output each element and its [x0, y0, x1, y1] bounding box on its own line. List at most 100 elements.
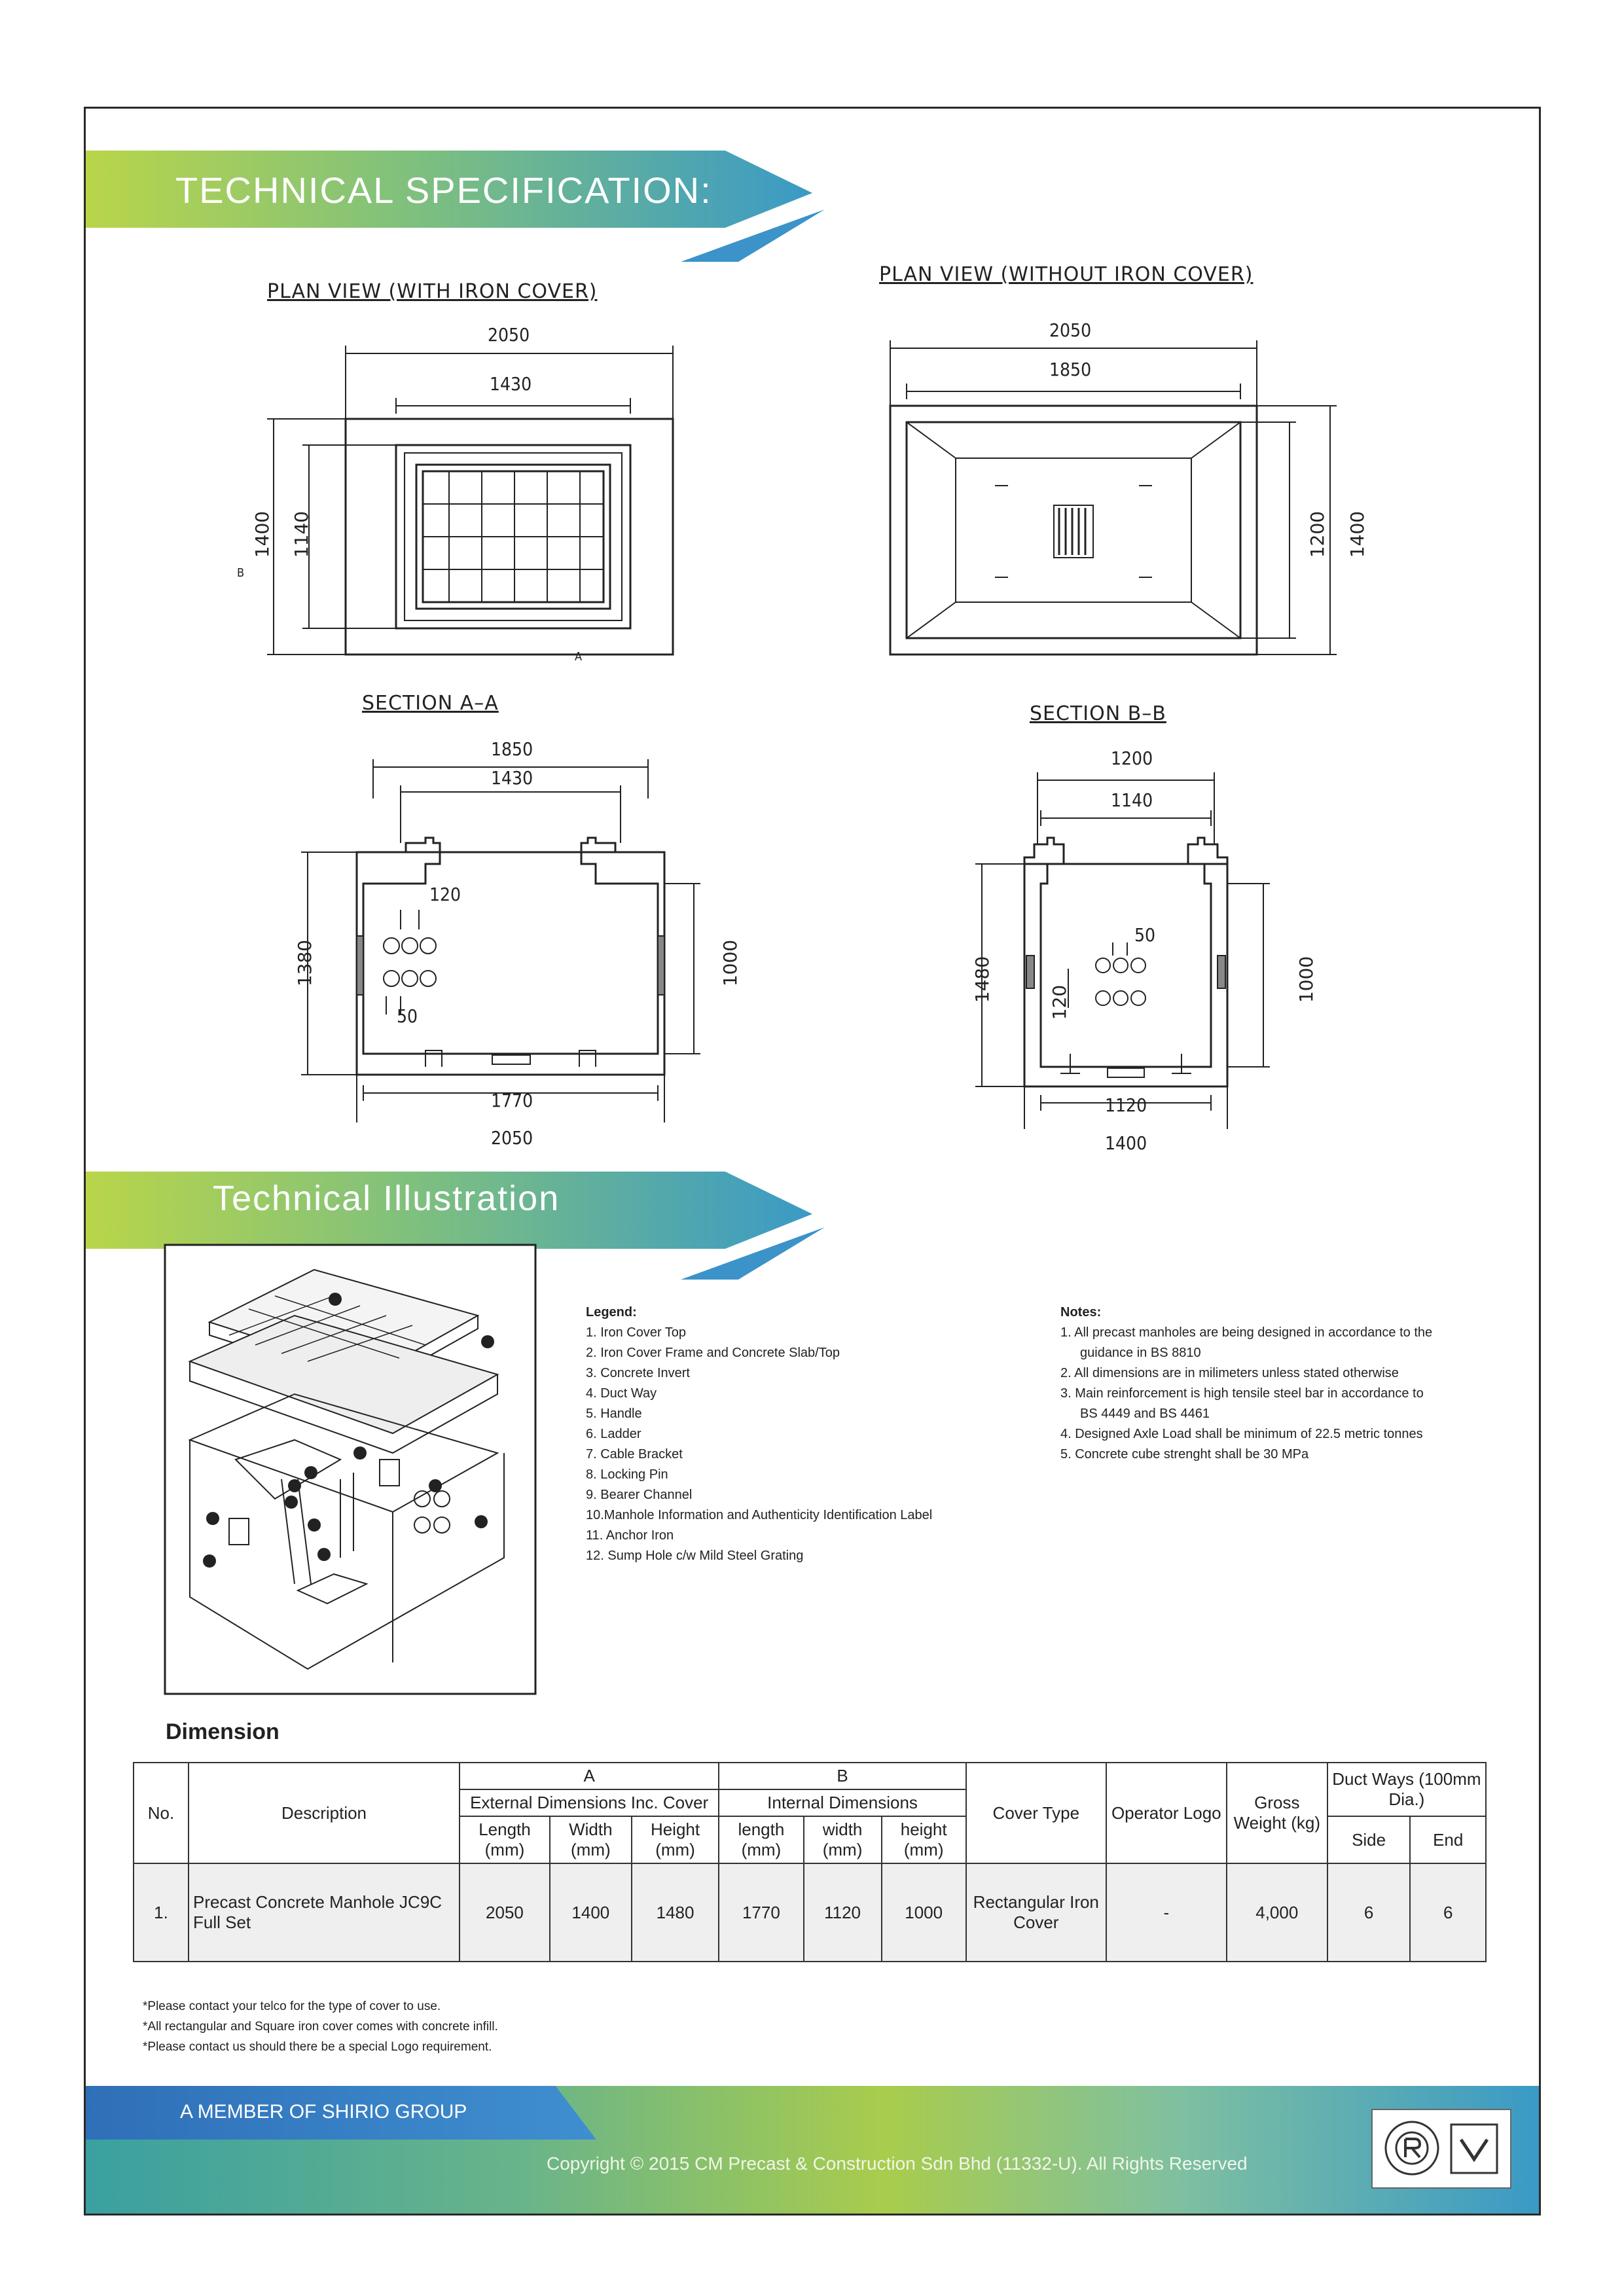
legend-item-4: 4. Duct Way: [586, 1386, 657, 1401]
notes-line-6: 4. Designed Axle Load shall be minimum o…: [1060, 1427, 1423, 1441]
section-bb-title: SECTION B–B: [1030, 702, 1166, 725]
th-ext-length: Length (mm): [459, 1816, 550, 1864]
tech-illustration-banner: [86, 1172, 812, 1249]
th-cover-type: Cover Type: [965, 1762, 1107, 1864]
legend: Legend: 1. Iron Cover Top 2. Iron Cover …: [586, 1302, 932, 1566]
cell-end: 6: [1409, 1863, 1487, 1962]
th-int-width: width (mm): [803, 1816, 882, 1864]
notes-line-7: 5. Concrete cube strenght shall be 30 MP…: [1060, 1447, 1309, 1462]
legend-item-9: 9. Bearer Channel: [586, 1488, 693, 1502]
legend-item-8: 8. Locking Pin: [586, 1467, 668, 1482]
cell-int-width: 1120: [803, 1863, 882, 1962]
sec-bb-dim-external-width: 1400: [1105, 1132, 1147, 1154]
dimension-table: No. Description A B Cover Type Operator …: [133, 1762, 1487, 1962]
sec-bb-dim-duct-offset: 120: [1049, 984, 1071, 1020]
cell-ext-length: 2050: [459, 1863, 550, 1962]
section-bb-drawing: [975, 772, 1270, 1129]
th-int-height: height (mm): [880, 1816, 967, 1864]
notes-line-3: 2. All dimensions are in milimeters unle…: [1060, 1366, 1399, 1380]
notes-line-1: 1. All precast manholes are being design…: [1060, 1325, 1433, 1340]
th-ext-height: Height (mm): [630, 1816, 720, 1864]
th-description: Description: [188, 1762, 460, 1864]
th-internal: Internal Dimensions: [718, 1789, 967, 1817]
legend-title: Legend:: [586, 1305, 637, 1319]
cell-int-height: 1000: [880, 1863, 967, 1962]
plan-without-cover-drawing: [889, 340, 1337, 656]
plan-with-cover-drawing: [267, 346, 674, 656]
section-aa-drawing: [301, 759, 700, 1122]
manhole-isometric-illustration: [164, 1244, 537, 1695]
notes-title: Notes:: [1060, 1305, 1102, 1319]
th-ext-width: Width (mm): [549, 1816, 632, 1864]
cell-int-length: 1770: [718, 1863, 804, 1962]
cell-cover-type: Rectangular Iron Cover: [965, 1863, 1107, 1962]
cell-gross-weight: 4,000: [1225, 1863, 1328, 1962]
plan1-dim-cover-width: 1430: [490, 373, 532, 395]
legend-item-11: 11. Anchor Iron: [586, 1528, 674, 1543]
cell-side: 6: [1326, 1863, 1411, 1962]
sec-aa-dim-duct-offset: 50: [397, 1005, 418, 1027]
legend-item-10: 10.Manhole Information and Authenticity …: [586, 1508, 933, 1522]
th-side: Side: [1326, 1816, 1411, 1864]
sec-bb-dim-internal-width: 1120: [1105, 1094, 1147, 1116]
plan1-label-a: A: [575, 650, 583, 664]
footer-copyright: Copyright © 2015 CM Precast & Constructi…: [547, 2153, 1248, 2174]
plan1-label-b: B: [237, 566, 245, 580]
cell-no: 1.: [133, 1863, 189, 1962]
sec-aa-dim-duct-spacing: 120: [429, 884, 461, 905]
tech-spec-banner: [86, 151, 812, 228]
notes-line-4: 3. Main reinforcement is high tensile st…: [1060, 1386, 1424, 1401]
tech-spec-heading: TECHNICAL SPECIFICATION:: [175, 170, 712, 211]
plan1-dim-overall-width: 2050: [488, 324, 530, 346]
th-duct-ways: Duct Ways (100mm Dia.): [1326, 1762, 1487, 1817]
section-aa-title: SECTION A–A: [362, 692, 499, 715]
legend-item-6: 6. Ladder: [586, 1427, 641, 1441]
legend-item-3: 3. Concrete Invert: [586, 1366, 690, 1380]
sec-bb-dim-top-outer: 1200: [1111, 747, 1153, 769]
sec-bb-dim-duct-spacing: 50: [1134, 924, 1156, 946]
th-gross-weight: Gross Weight (kg): [1225, 1762, 1328, 1864]
certification-logo: [1371, 2109, 1511, 2189]
th-no: No.: [133, 1762, 189, 1864]
table-row: 1. Precast Concrete Manhole JC9C Full Se…: [133, 1863, 1487, 1962]
sec-aa-dim-external-length: 2050: [491, 1127, 533, 1149]
footnote-2: *All rectangular and Square iron cover c…: [143, 2020, 498, 2034]
plan1-dim-overall-height: 1400: [251, 511, 274, 558]
sec-bb-dim-internal-height: 1000: [1295, 956, 1318, 1003]
dimension-heading: Dimension: [166, 1719, 280, 1744]
cell-operator-logo: -: [1105, 1863, 1227, 1962]
plan-without-cover-title: PLAN VIEW (WITHOUT IRON COVER): [879, 263, 1254, 286]
cell-ext-width: 1400: [549, 1863, 632, 1962]
tech-illustration-heading: Technical Illustration: [213, 1179, 560, 1218]
sec-bb-dim-top-inner: 1140: [1111, 789, 1153, 811]
legend-item-5: 5. Handle: [586, 1407, 642, 1421]
notes: Notes: 1. All precast manholes are being…: [1060, 1302, 1432, 1465]
th-group-b: B: [718, 1762, 967, 1790]
plan1-dim-cover-height: 1140: [291, 511, 313, 558]
legend-item-12: 12. Sump Hole c/w Mild Steel Grating: [586, 1549, 804, 1563]
plan-with-cover-title: PLAN VIEW (WITH IRON COVER): [267, 280, 598, 303]
th-end: End: [1409, 1816, 1487, 1864]
notes-line-2: guidance in BS 8810: [1080, 1346, 1201, 1360]
footnote-1: *Please contact your telco for the type …: [143, 2000, 441, 2013]
legend-item-2: 2. Iron Cover Frame and Concrete Slab/To…: [586, 1346, 840, 1360]
certification-mark-icon: [1384, 2121, 1498, 2176]
th-int-length: length (mm): [718, 1816, 804, 1864]
th-group-a: A: [458, 1762, 720, 1790]
sec-aa-dim-internal-length: 1770: [491, 1090, 533, 1111]
sec-aa-dim-top-inner: 1430: [491, 767, 533, 789]
plan2-dim-opening-height: 1200: [1307, 511, 1329, 558]
th-operator-logo: Operator Logo: [1105, 1762, 1227, 1864]
sec-bb-dim-total-height: 1480: [971, 956, 994, 1003]
plan2-dim-overall-width: 2050: [1049, 319, 1092, 341]
sec-aa-dim-internal-height: 1000: [719, 939, 742, 987]
plan2-dim-opening-width: 1850: [1049, 359, 1092, 380]
sec-aa-dim-total-height: 1380: [294, 939, 316, 987]
sec-aa-dim-top-outer: 1850: [491, 738, 533, 760]
notes-line-5: BS 4449 and BS 4461: [1080, 1407, 1210, 1421]
legend-item-7: 7. Cable Bracket: [586, 1447, 683, 1462]
footnotes: *Please contact your telco for the type …: [143, 1996, 498, 2057]
legend-item-1: 1. Iron Cover Top: [586, 1325, 687, 1340]
plan2-dim-overall-height: 1400: [1346, 511, 1369, 558]
th-external: External Dimensions Inc. Cover: [458, 1789, 720, 1817]
